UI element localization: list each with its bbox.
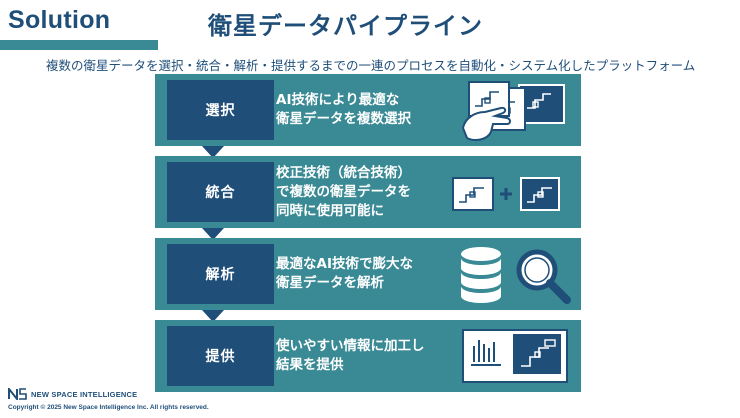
company-name: NEW SPACE INTELLIGENCE bbox=[31, 389, 138, 399]
step-description-line: 同時に使用可能に bbox=[276, 202, 384, 219]
flow-arrow bbox=[202, 310, 224, 322]
step-description: AI技術により最適な 衛星データを複数選択 bbox=[276, 74, 456, 146]
step-description-line: 衛星データを複数選択 bbox=[276, 111, 411, 127]
slide-subtitle: 複数の衛星データを選択・統合・解析・提供するまでの一連のプロセスを自動化・システ… bbox=[46, 58, 696, 73]
step-label: 解析 bbox=[167, 244, 274, 304]
step-description: 最適なAI技術で膨大な 衛星データを解析 bbox=[276, 238, 456, 310]
section-label: Solution bbox=[8, 6, 111, 34]
step-select: 選択 AI技術により最適な 衛星データを複数選択 bbox=[155, 74, 581, 146]
database-magnifier-icon bbox=[461, 247, 571, 304]
step-label: 選択 bbox=[167, 80, 274, 140]
step-description-line: 使いやすい情報に加工し bbox=[276, 338, 425, 354]
step-description-line: 最適なAI技術で膨大な bbox=[276, 256, 413, 272]
step-analyze: 解析 最適なAI技術で膨大な 衛星データを解析 bbox=[155, 238, 581, 310]
slide-title: 衛星データパイプライン bbox=[208, 12, 483, 40]
copyright-text: Copyright © 2025 New Space Intelligence … bbox=[8, 404, 209, 411]
title-underline bbox=[0, 40, 158, 50]
company-logo: NEW SPACE INTELLIGENCE bbox=[8, 388, 137, 400]
image-plus-image-icon bbox=[452, 177, 560, 211]
step-description-line: 衛星データを解析 bbox=[276, 275, 384, 291]
hand-selecting-images-icon bbox=[461, 81, 565, 141]
step-integrate: 統合 校正技術（統合技術） で複数の衛星データを 同時に使用可能に bbox=[155, 156, 581, 228]
step-description-line: 校正技術（統合技術） bbox=[276, 164, 411, 181]
step-description: 校正技術（統合技術） で複数の衛星データを 同時に使用可能に bbox=[276, 156, 456, 228]
flow-arrow bbox=[202, 228, 224, 240]
step-deliver: 提供 使いやすい情報に加工し 結果を提供 bbox=[155, 320, 581, 392]
step-description-line: 結果を提供 bbox=[276, 357, 344, 373]
step-description-line: で複数の衛星データを bbox=[276, 183, 411, 200]
step-label: 提供 bbox=[167, 326, 274, 386]
report-dashboard-icon bbox=[462, 329, 568, 383]
step-label: 統合 bbox=[167, 162, 274, 222]
step-description-line: AI技術により最適な bbox=[276, 92, 400, 108]
step-description: 使いやすい情報に加工し 結果を提供 bbox=[276, 320, 456, 392]
nsi-logo-icon bbox=[8, 388, 27, 400]
flow-arrow bbox=[202, 146, 224, 158]
